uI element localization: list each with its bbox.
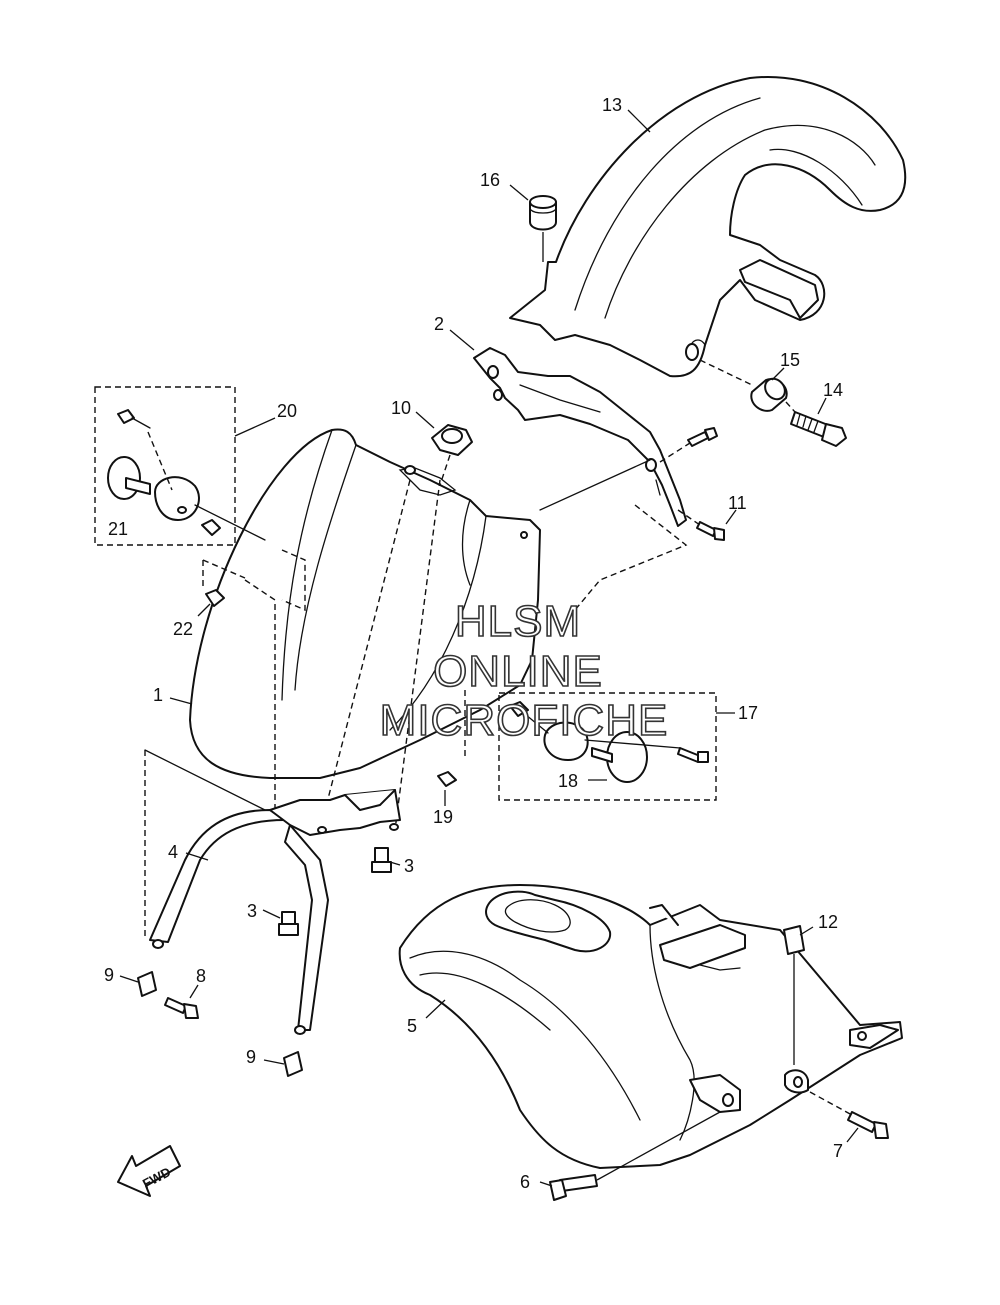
callout-14: 14 [823, 380, 843, 400]
bolt-part-8 [164, 997, 199, 1019]
fwd-direction-arrow: FWD [117, 1145, 181, 1197]
fender-stay-part-4 [149, 789, 401, 1035]
grommet-part-16 [529, 195, 557, 262]
bolt-part-3-upper [371, 847, 392, 873]
callout-8: 8 [196, 966, 206, 986]
clip-part-9-upper [137, 971, 157, 997]
callout-22: 22 [173, 619, 193, 639]
callout-4: 4 [168, 842, 178, 862]
bracket-part-2 [473, 347, 687, 527]
nut-part-19 [437, 690, 466, 787]
group-box-17 [498, 692, 717, 801]
watermark-line-1: HLSM [455, 597, 581, 646]
clip-part-12 [783, 925, 805, 1065]
screw-part-11-upper [687, 427, 718, 447]
callout-3-lower: 3 [247, 901, 257, 921]
callout-1: 1 [153, 685, 163, 705]
callout-16: 16 [480, 170, 500, 190]
callout-3-upper: 3 [404, 856, 414, 876]
callout-19: 19 [433, 807, 453, 827]
watermark-line-2: ONLINE [433, 647, 603, 696]
callout-21: 21 [108, 519, 128, 539]
front-fender-part [189, 428, 541, 779]
bolt-part-6 [549, 1111, 721, 1201]
watermark-line-3: MICROFICHE [380, 696, 669, 745]
rear-fender-part [509, 76, 907, 378]
nut-part-22 [202, 559, 246, 607]
callout-13: 13 [602, 95, 622, 115]
callout-7: 7 [833, 1141, 843, 1161]
bolt-part-3-lower [278, 911, 299, 936]
group-box-20 [94, 386, 266, 546]
callout-17: 17 [738, 703, 758, 723]
tank-cover-part-5 [398, 884, 903, 1169]
callout-11: 11 [728, 493, 747, 513]
callout-10: 10 [391, 398, 411, 418]
leader-lines [119, 109, 859, 1187]
screw-part-11-lower [696, 521, 725, 541]
callout-6: 6 [520, 1172, 530, 1192]
screw-part-7 [809, 1091, 889, 1139]
callout-9-lower: 9 [246, 1047, 256, 1067]
callout-5: 5 [407, 1016, 417, 1036]
callout-18: 18 [558, 771, 578, 791]
callout-15: 15 [780, 350, 800, 370]
spacer-part-15 [750, 377, 788, 412]
callout-12: 12 [818, 912, 838, 932]
callout-labels: 1 2 3 3 4 5 6 7 8 9 9 10 11 12 13 14 15 … [104, 95, 843, 1192]
bolt-part-14 [790, 411, 847, 447]
grommet-part-10 [431, 424, 473, 456]
callout-9-upper: 9 [104, 965, 114, 985]
clip-part-9-lower [283, 1051, 303, 1077]
callout-2: 2 [434, 314, 444, 334]
watermark: HLSM ONLINE MICROFICHE [379, 596, 669, 746]
callout-20: 20 [277, 401, 297, 421]
